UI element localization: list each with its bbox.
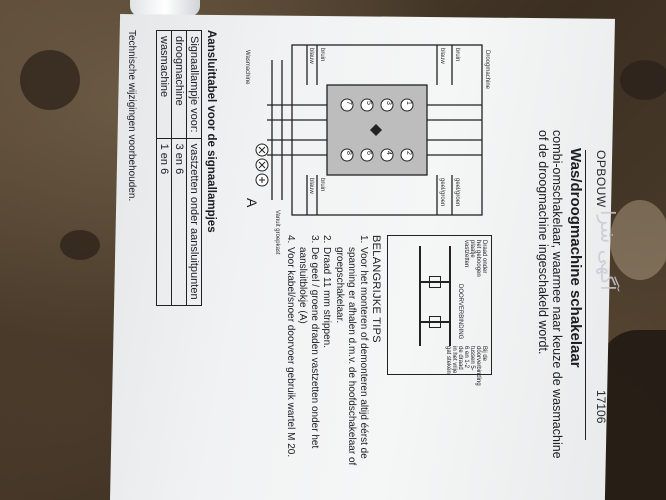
table-row: wasmachine 1 en 6 bbox=[156, 30, 172, 306]
terminal-1: 1 bbox=[405, 101, 412, 105]
small-diagram-label-top: Draad onder het geboogen plaatje vastzet… bbox=[463, 240, 487, 277]
small-diagram-wire bbox=[419, 246, 421, 346]
small-diagram-label-doorverbinding: DOORVERBINDING bbox=[457, 284, 463, 340]
shadow-object bbox=[598, 330, 666, 500]
wire-label: blauw bbox=[308, 48, 314, 64]
small-diagram-wire bbox=[429, 276, 441, 288]
small-diagram-wire bbox=[429, 316, 441, 328]
table-header-cell: Signaallampje voor: bbox=[186, 30, 202, 139]
page-title: Was/droogmachine schakelaar bbox=[567, 148, 584, 368]
terminal-4: 4 bbox=[385, 151, 392, 155]
terminal-6: 6 bbox=[365, 151, 372, 155]
footnote: Technische wijzigingen voorbehouden. bbox=[126, 30, 137, 202]
signal-table: Signaallampje voor: vastzetten onder aan… bbox=[156, 30, 202, 306]
label-vanuit-groepkast: Vanuit groepkast bbox=[274, 210, 280, 255]
title-rule bbox=[585, 150, 586, 440]
wire-label: bruin bbox=[454, 48, 460, 62]
watermark-text: آگهی شرا bbox=[596, 210, 620, 291]
small-diagram-wire bbox=[449, 246, 451, 346]
tip-text: De geel / groene draden vastzetten onder… bbox=[296, 247, 321, 449]
table-cell: 3 en 6 bbox=[171, 138, 187, 306]
table-header-cell: vastzetten onder aansluitpunten bbox=[186, 138, 202, 306]
background-stain bbox=[60, 230, 100, 260]
tips-list: 1. Voor het monteren of demonteren altijd… bbox=[284, 235, 369, 495]
tip-number: 3. bbox=[309, 235, 321, 244]
table-title: Aansluittabel voor de signaallampjes bbox=[205, 30, 217, 233]
tip-text: Draad 11 mm strippen. bbox=[321, 247, 333, 348]
tip-number: 2. bbox=[321, 235, 333, 244]
instruction-content: OPBOUW آگهی شرا 17106 Was/droogmachine s… bbox=[112, 30, 620, 490]
table-row: Signaallampje voor: vastzetten onder aan… bbox=[186, 30, 202, 306]
background-stain bbox=[620, 60, 666, 100]
label-wasmachine: Wasmachine bbox=[244, 50, 250, 85]
table-row: droogmachine 3 en 6 bbox=[171, 30, 187, 306]
tip-number: 1. bbox=[358, 235, 369, 244]
main-wiring-svg bbox=[255, 44, 483, 216]
table-cell: 1 en 6 bbox=[156, 138, 172, 306]
wire-label: bruin bbox=[319, 48, 325, 62]
tip-item: 3. De geel / groene draden vastzetten ond… bbox=[296, 235, 320, 495]
terminal-8: 8 bbox=[345, 151, 352, 155]
terminal-2: 2 bbox=[405, 151, 412, 155]
tip-item: 2. Draad 11 mm strippen. bbox=[320, 235, 332, 495]
background-stain bbox=[20, 50, 80, 110]
header-row: OPBOUW آگهی شرا 17106 bbox=[590, 30, 620, 490]
label-a: A bbox=[244, 198, 260, 208]
main-wiring-diagram: A 1 2 3 4 5 6 7 8 bruin blauw geel/groen… bbox=[244, 30, 512, 255]
table-cell: wasmachine bbox=[156, 30, 172, 139]
tip-text: Voor kabel/snoer doorvoer gebruik wartel… bbox=[284, 247, 296, 458]
wire-label: bruin bbox=[319, 178, 325, 192]
tips-title: BELANGRIJKE TIPS bbox=[370, 235, 382, 343]
tip-text: Voor het monteren of demonteren altijd é… bbox=[333, 247, 369, 466]
tip-number: 4. bbox=[284, 235, 296, 244]
small-diagram-label-bottom: Bij de doorverbinding tussen 5-6 en 1-2 … bbox=[445, 346, 487, 386]
bottle-object bbox=[130, 0, 200, 16]
terminal-3: 3 bbox=[385, 101, 392, 105]
terminal-7: 7 bbox=[345, 101, 352, 105]
header-code: 17106 bbox=[594, 390, 608, 424]
tip-item: 1. Voor het monteren of demonteren altijd… bbox=[332, 235, 369, 495]
header-opbouw: OPBOUW bbox=[594, 150, 608, 208]
label-droogmachine: Droogmachine bbox=[484, 50, 490, 90]
wire-label: blauw bbox=[439, 48, 445, 64]
small-wiring-diagram: Draad onder het geboogen plaatje vastzet… bbox=[387, 235, 492, 386]
background-glare bbox=[610, 200, 666, 280]
wire-label: geel/groen bbox=[439, 178, 445, 207]
table-cell: droogmachine bbox=[171, 30, 187, 139]
wire-label: blauw bbox=[308, 178, 314, 194]
diagram-frame bbox=[291, 44, 483, 216]
terminal-5: 5 bbox=[365, 101, 372, 105]
wire-label: geel/groen bbox=[454, 178, 460, 207]
page-subtitle: combi-omschakelaar, waarmee naar keuze d… bbox=[536, 130, 564, 459]
tip-item: 4. Voor kabel/snoer doorvoer gebruik wart… bbox=[284, 235, 296, 495]
